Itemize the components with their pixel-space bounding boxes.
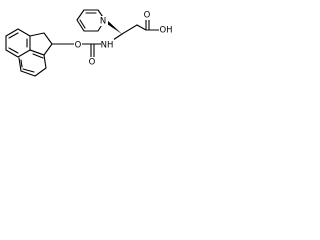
fluorene-left-ring-inner-bond-1 (8, 32, 19, 39)
carboxyl-hydroxyl-label: OH (159, 26, 172, 36)
fluorene-lower-ring-inner-bond-2 (22, 68, 35, 73)
pyridine-inner-bond-2 (79, 19, 86, 29)
amino-acid-core (76, 9, 163, 41)
amide-nh-label: NH (101, 41, 114, 51)
fluorene-lower-ring-inner-bond-3 (20, 59, 23, 68)
carbamate-carbonyl-oxygen-label: O (89, 58, 96, 68)
carbamate-oxygen-label: O (75, 41, 82, 51)
carboxyl-oxygen-label: O (144, 11, 151, 21)
atom-labels: O O NH N O OH (74, 10, 173, 68)
stereo-wedge-bond (104, 19, 122, 34)
fluorene-lower-ring-inner-bond-1 (32, 53, 44, 59)
fluorenyl-group (5, 28, 67, 77)
pyridine-nitrogen-label: N (100, 17, 106, 27)
alpha-beta-carbon-bond (121, 24, 138, 35)
chemical-structure: O O NH N O OH (5, 9, 173, 77)
carbamate-group (65, 43, 102, 58)
nitrogen-alpha-carbon-bond (112, 33, 123, 41)
pyridine-ring (76, 9, 106, 32)
beta-carboxyl-carbon-bond (136, 24, 147, 31)
fluorene-lower-ring (18, 49, 47, 77)
fluorene-left-ring-inner-bond-2 (8, 47, 19, 54)
